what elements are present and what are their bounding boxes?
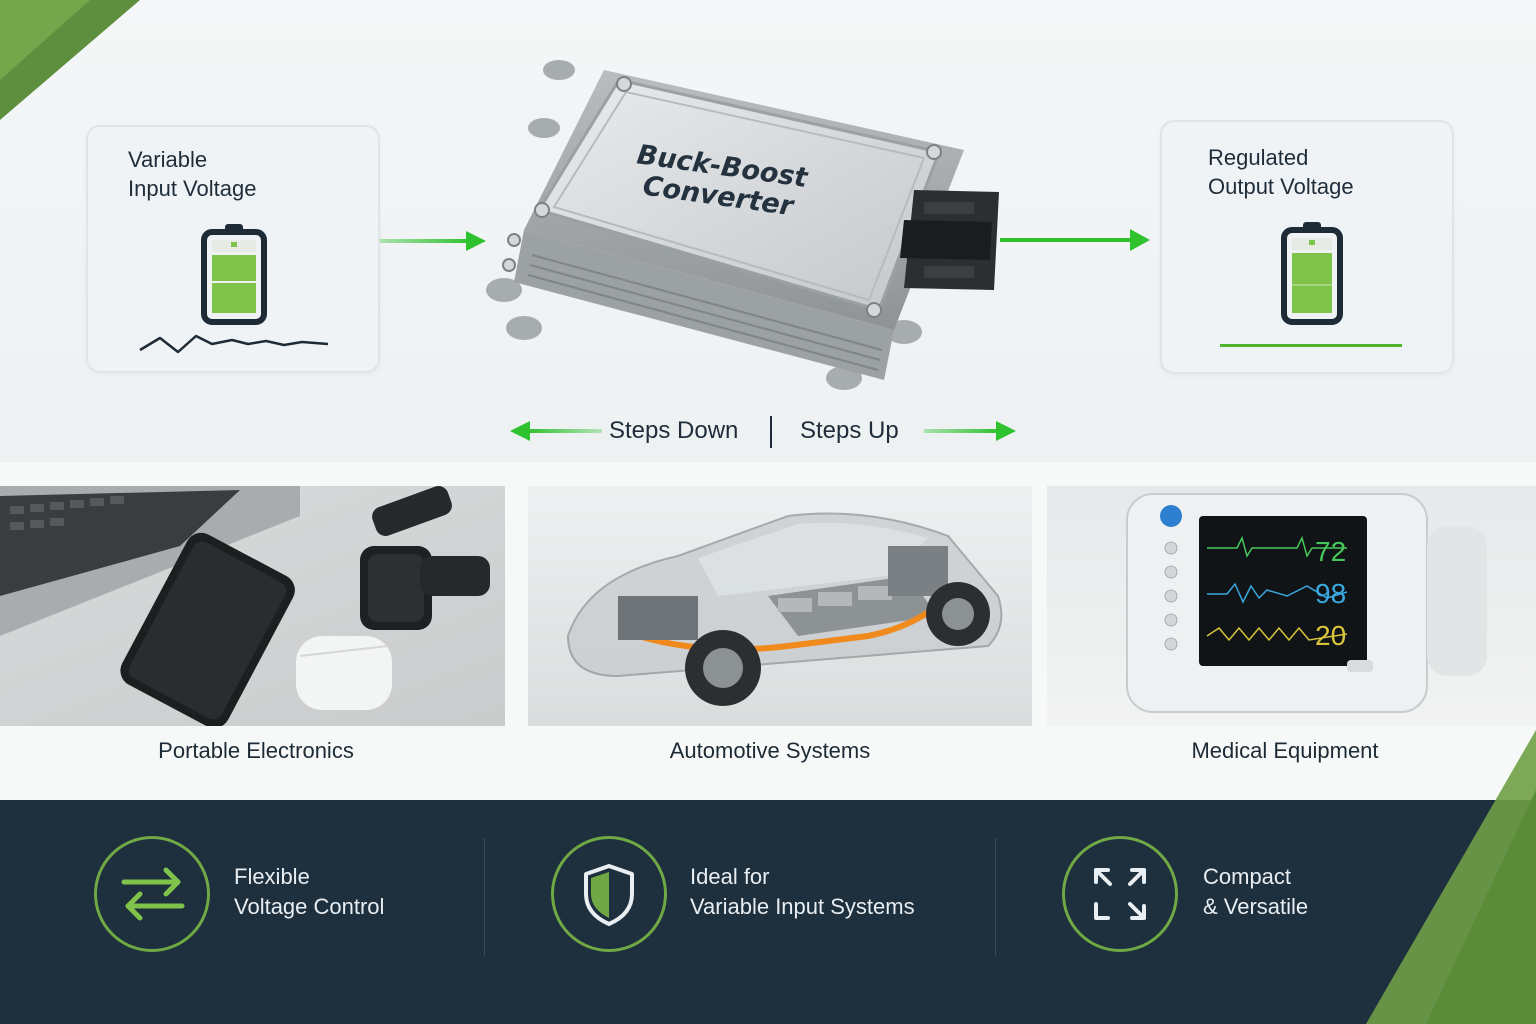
input-arrow bbox=[380, 231, 486, 251]
steps-down-label: Steps Down bbox=[609, 417, 739, 444]
feature-icon-ring bbox=[551, 836, 667, 952]
steps-down-arrow bbox=[510, 421, 602, 441]
spo2-value: 98 bbox=[1315, 578, 1347, 609]
feature-variable-input: Ideal for Variable Input Systems bbox=[690, 864, 915, 919]
steps-divider bbox=[770, 416, 772, 448]
flat-line-icon bbox=[1220, 344, 1402, 347]
portable-electronics-image bbox=[0, 486, 505, 726]
patient-monitor-illustration bbox=[1126, 493, 1487, 713]
battery-icon bbox=[201, 224, 267, 325]
band-divider bbox=[995, 838, 996, 956]
app-caption-portable-electronics: Portable Electronics bbox=[158, 738, 354, 763]
battery-icon bbox=[1281, 222, 1343, 325]
corner-decoration bbox=[1366, 730, 1536, 1024]
output-arrow bbox=[1000, 229, 1150, 251]
steps-up-arrow bbox=[924, 421, 1016, 441]
expand-icon bbox=[1094, 868, 1146, 920]
respiration-value: 20 bbox=[1315, 620, 1347, 651]
corner-decoration bbox=[0, 0, 140, 120]
feature-flexible-voltage: Flexible Voltage Control bbox=[234, 864, 385, 919]
automotive-systems-image bbox=[528, 486, 1032, 726]
car-cutaway-illustration bbox=[566, 512, 1003, 706]
devices-illustration bbox=[0, 486, 490, 726]
app-caption-medical-equipment: Medical Equipment bbox=[1191, 738, 1379, 763]
feature-compact-versatile: Compact & Versatile bbox=[1203, 864, 1309, 919]
swap-arrows-icon bbox=[121, 867, 185, 921]
fluctuating-waveform-icon bbox=[139, 334, 329, 354]
app-caption-automotive-systems: Automotive Systems bbox=[669, 738, 871, 763]
steps-up-label: Steps Up bbox=[800, 417, 899, 444]
features-band bbox=[0, 800, 1536, 1024]
output-panel-title: Regulated Output Voltage bbox=[1208, 145, 1354, 199]
buck-boost-converter-device bbox=[486, 60, 999, 390]
input-panel-title: Variable Input Voltage bbox=[128, 147, 257, 201]
feature-icon-ring bbox=[1062, 836, 1178, 952]
heart-rate-value: 72 bbox=[1315, 536, 1347, 567]
shield-icon bbox=[584, 864, 634, 926]
band-divider bbox=[484, 838, 485, 956]
feature-icon-ring bbox=[94, 836, 210, 952]
medical-equipment-image: 72 98 20 bbox=[1047, 486, 1536, 726]
